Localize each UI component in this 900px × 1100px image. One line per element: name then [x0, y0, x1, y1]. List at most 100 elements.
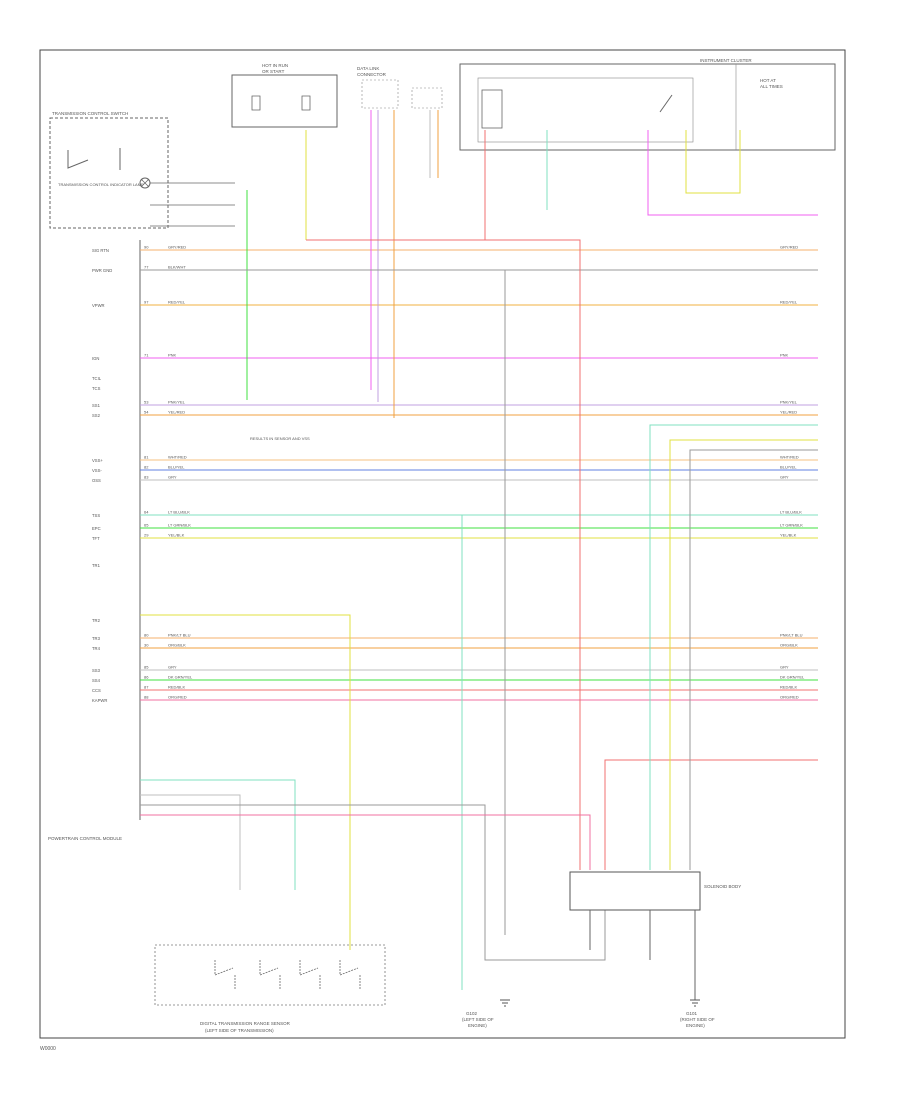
pcm-pin-label: OSS — [92, 478, 101, 483]
dtr-label-1: DIGITAL TRANSMISSION RANGE SENSOR — [200, 1021, 291, 1026]
wire-color-label-right: BLU/YEL — [780, 465, 797, 470]
fuse-symbol-1 — [251, 95, 261, 111]
pcm-pin-label: TR2 — [92, 618, 101, 623]
wire-color-label: YEL/BLK — [168, 533, 185, 538]
wire-color-label-right: GRY — [780, 475, 789, 480]
wire-pin-label: 85 — [144, 665, 149, 670]
wire-color-label: BLK/WHT — [168, 265, 186, 270]
pcm-pin-label: SS4 — [92, 678, 101, 683]
hot-start-label-1: HOT AT — [760, 78, 776, 83]
tcil-lamp-cross-b — [140, 178, 150, 188]
fuse-box-run — [231, 74, 338, 128]
wire-color-label-right: PNK/YEL — [780, 400, 798, 405]
pcm-pin-label: VPWR — [92, 303, 105, 308]
pcm-pin-label: VSS- — [92, 468, 102, 473]
wire-pin-label: 53 — [144, 400, 149, 405]
wire-yellow-solenoid — [669, 439, 818, 870]
wire-color-label: GRY — [168, 475, 177, 480]
ground-right-icon — [690, 999, 700, 1007]
instrument-cluster-label: INSTRUMENT CLUSTER — [700, 58, 752, 63]
wire-color-label: PNK/YEL — [168, 400, 186, 405]
wire-color-label: LT GRN/BLK — [168, 523, 191, 528]
tcil-label: TRANSMISSION CONTROL INDICATOR LAMP — [58, 182, 144, 187]
wire-color-label: PNK — [168, 353, 177, 358]
wire-color-label-right: PNK — [780, 353, 789, 358]
wire-color-label: GRY — [168, 665, 177, 670]
wire-color-label-right: RED/BLK — [780, 685, 797, 690]
wire-gray-bottom — [140, 804, 606, 961]
ground-left-label-3: ENGINE) — [468, 1023, 487, 1028]
wire-red-run-to-solenoid — [306, 239, 581, 870]
wire-color-label-right: ORG/RED — [780, 695, 799, 700]
wire-pin-label: 87 — [144, 685, 149, 690]
wire-yellow-cluster — [685, 130, 741, 194]
wire-gray-solenoid — [689, 449, 818, 870]
wire-color-label-right: RED/YEL — [780, 300, 798, 305]
dtr-switch-contact — [259, 960, 281, 990]
wire-color-label: YEL/RED — [168, 410, 185, 415]
pcm-pin-label: TR3 — [92, 636, 101, 641]
solenoid-body-label: SOLENOID BODY — [704, 884, 741, 889]
tcs-box — [49, 117, 169, 229]
wire-pink-kapwr — [140, 814, 591, 870]
pcm-label: POWERTRAIN CONTROL MODULE — [48, 836, 122, 841]
pcm-pin-label: KAPWR — [92, 698, 107, 703]
ground-left-label-1: G102 — [466, 1011, 478, 1016]
wire-color-label: WHT/RED — [168, 455, 187, 460]
wire-pin-label: 54 — [144, 410, 149, 415]
wire-color-label: LT BLU/BLK — [168, 510, 190, 515]
data-link-connector-2 — [411, 87, 443, 109]
wire-pin-label: 71 — [144, 353, 149, 358]
wire-pin-label: 88 — [144, 695, 149, 700]
data-link-connector — [361, 79, 399, 109]
data-link-label-2: CONNECTOR — [357, 72, 387, 77]
wire-color-label: DK GRN/YEL — [168, 675, 193, 680]
pcm-pin-label: PWR GND — [92, 268, 112, 273]
wire-color-label-right: LT BLU/BLK — [780, 510, 802, 515]
wire-color-label-right: PNK/LT BLU — [780, 633, 803, 638]
cluster-inner — [477, 77, 694, 143]
wire-color-label-right: DK GRN/YEL — [780, 675, 805, 680]
wire-pin-label: 82 — [144, 465, 149, 470]
wire-color-label: RED/YEL — [168, 300, 186, 305]
ground-left-label-2: (LEFT SIDE OF — [462, 1017, 494, 1022]
wire-pin-label: 83 — [144, 475, 149, 480]
wire-color-label: RED/BLK — [168, 685, 185, 690]
wire-pin-label: 65 — [144, 523, 149, 528]
diagram-frame — [39, 49, 846, 1039]
pcm-pin-label: IGN — [92, 356, 99, 361]
pcm-pin-label: SS3 — [92, 668, 101, 673]
pcm-pin-label: TSS — [92, 513, 100, 518]
wire-color-label-right: YEL/RED — [780, 410, 797, 415]
pcm-pin-label: SS2 — [92, 413, 101, 418]
wire-pin-label: 30 — [144, 643, 149, 648]
wire-cyan-tr — [140, 779, 296, 890]
dtr-sensor-box — [154, 944, 386, 1006]
wire-color-label-right: GRY — [780, 665, 789, 670]
hot-run-label-2: OR START — [262, 69, 285, 74]
pcm-pin-label: VSS+ — [92, 458, 103, 463]
wire-pin-label: 90 — [144, 245, 149, 250]
hot-run-label-1: HOT IN RUN — [262, 63, 288, 68]
fuse-symbol-2 — [301, 95, 311, 111]
wire-color-label: ORG/RED — [168, 695, 187, 700]
wire-red-ccs — [604, 759, 818, 870]
wire-color-label-right: ORG/BLK — [780, 643, 798, 648]
wire-gray-tr — [140, 794, 241, 890]
wire-color-label-right: LT GRN/BLK — [780, 523, 803, 528]
footer-code: W0000 — [40, 1046, 56, 1052]
pcm-pin-label: CCS — [92, 688, 101, 693]
dtr-switch-contact — [299, 960, 321, 990]
wire-pin-label: 86 — [144, 675, 149, 680]
wire-color-label: GRY/RED — [168, 245, 186, 250]
wire-gray-pwrgnd — [140, 269, 506, 935]
wire-pin-label: 77 — [144, 265, 149, 270]
pcm-pin-label: SIG RTN — [92, 248, 109, 253]
pcm-pin-label: TFT — [92, 536, 100, 541]
wire-pin-label: 29 — [144, 533, 149, 538]
pcm-pin-label: TR4 — [92, 646, 101, 651]
ground-right-label-1: G101 — [686, 1011, 698, 1016]
pcm-pin-label: TCIL — [92, 376, 102, 381]
